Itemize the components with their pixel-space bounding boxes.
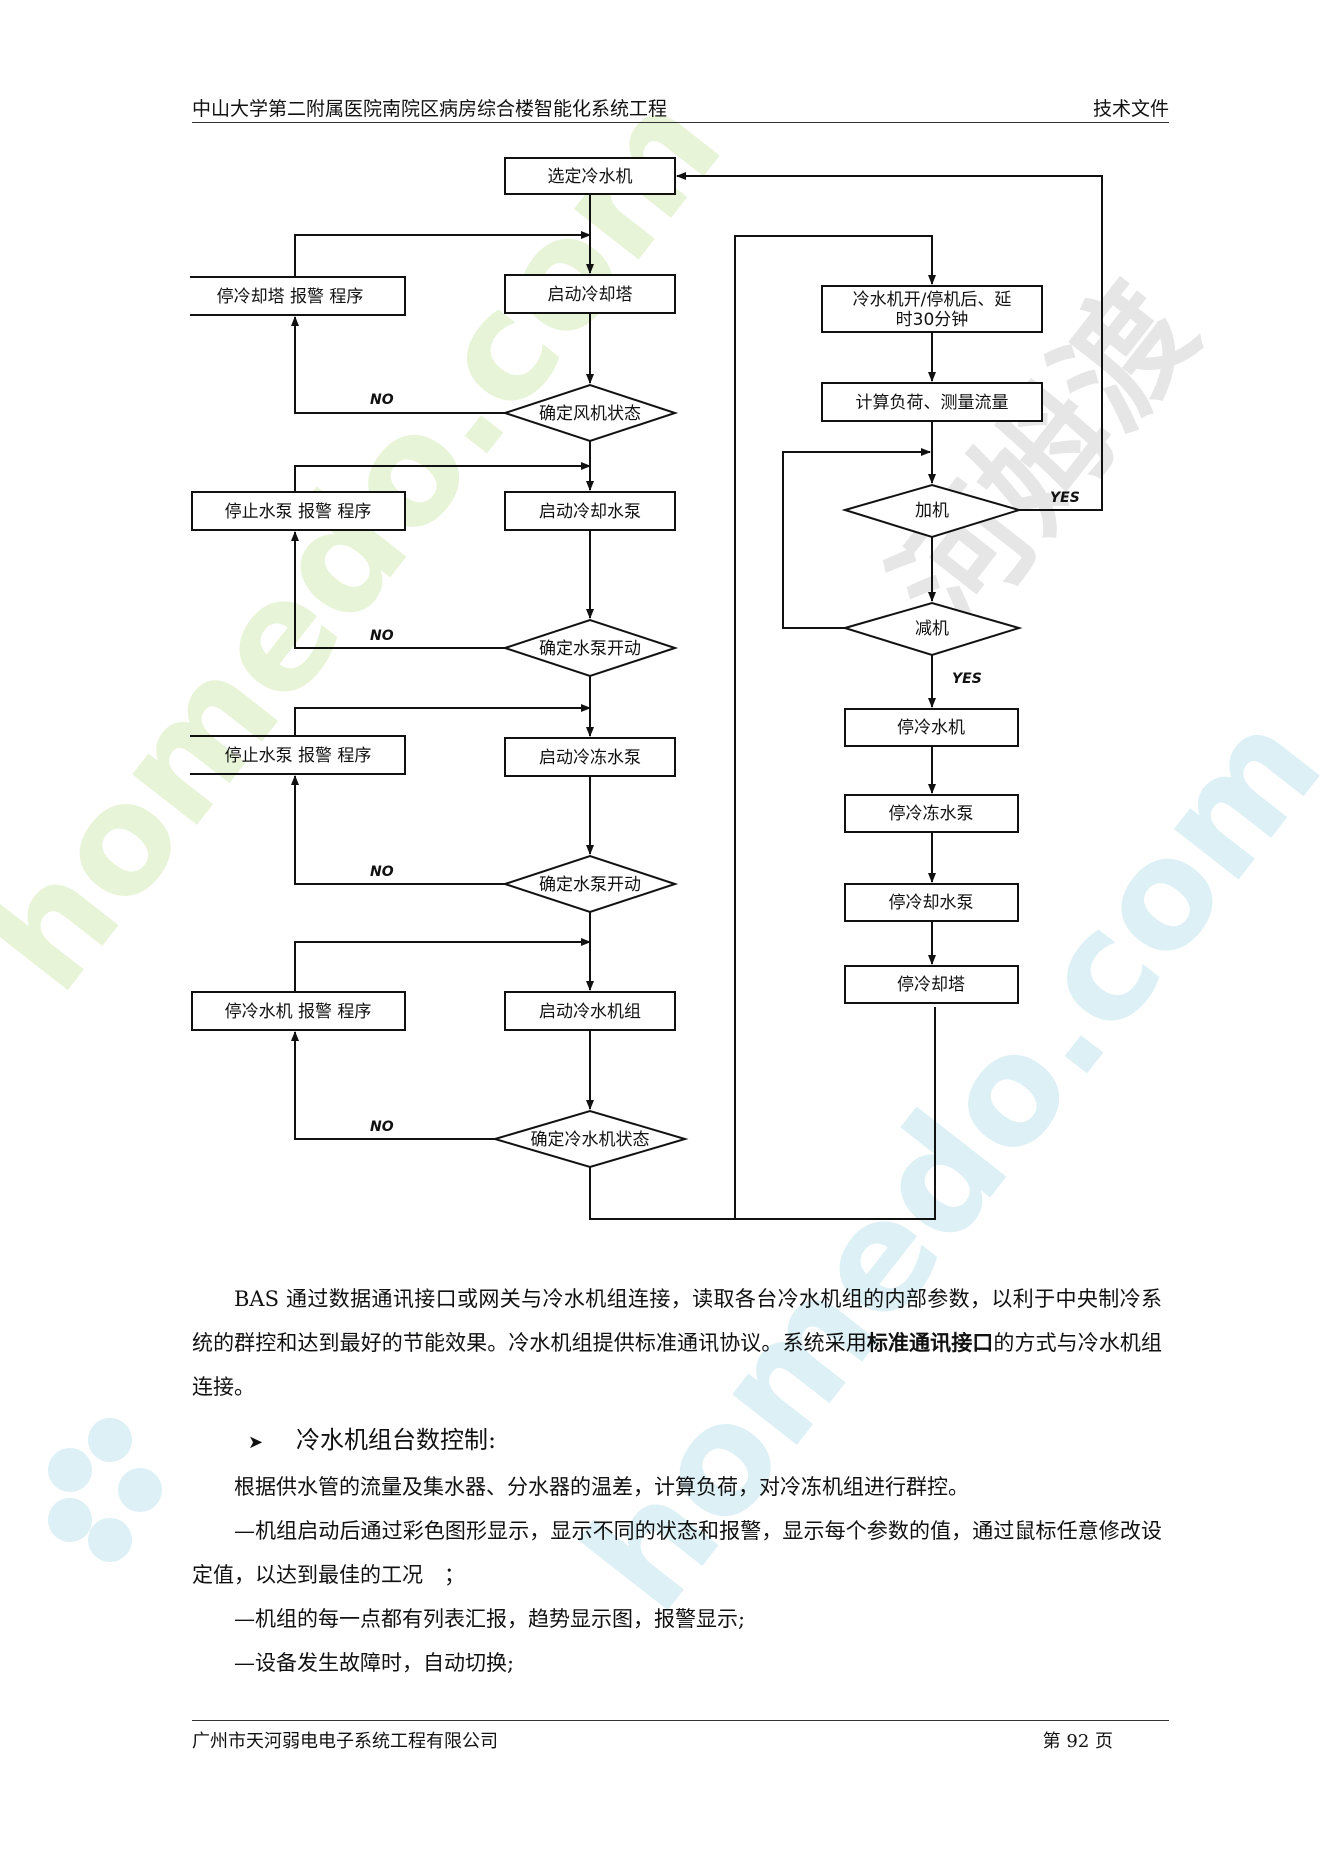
para1-bold: 标准通讯接口 <box>866 1330 994 1355</box>
header-title: 中山大学第二附属医院南院区病房综合楼智能化系统工程 <box>192 98 668 120</box>
node-calc-load <box>821 382 1043 422</box>
no-loop-4 <box>291 1031 495 1140</box>
para1-text-b: 的方式与冷水机组连接。 <box>192 1331 1163 1399</box>
node-stop-cooling-tower <box>844 965 1019 1004</box>
alarm-box-1 <box>190 276 406 316</box>
no-label-2: NO <box>370 628 394 644</box>
section-heading: ➤ 冷水机组台数控制: <box>248 1420 496 1455</box>
node-start-cooling-pump-label: 启动冷却水泵 <box>539 502 641 522</box>
alarm-box-4-label: 停冷水机 报警 程序 <box>225 1002 372 1022</box>
arrow-bullet-icon: ➤ <box>248 1432 264 1453</box>
footer-company: 广州市天河弱电电子系统工程有限公司 <box>192 1731 498 1752</box>
node-stop-cooling-tower-label: 停冷却塔 <box>897 975 965 995</box>
decision-pump-running-2-label: 确定水泵开动 <box>539 875 641 895</box>
node-delay-30min-line1: 冷水机开/停机后、延 <box>853 290 1012 310</box>
no-loop-1 <box>291 316 505 414</box>
yes-label-add: YES <box>1050 490 1080 506</box>
node-stop-cooling-pump-label: 停冷却水泵 <box>889 893 974 913</box>
node-stop-cooling-pump <box>844 883 1019 922</box>
decision-add-chiller-label: 加机 <box>915 501 949 521</box>
link-up-right <box>734 235 936 1219</box>
no-loop-3 <box>291 775 505 885</box>
node-stop-chilled-pump <box>844 794 1019 833</box>
alarm-box-3-label: 停止水泵 报警 程序 <box>225 746 372 766</box>
node-calc-load-label: 计算负荷、测量流量 <box>856 393 1009 413</box>
paragraph-list: 根据供水管的流量及集水器、分水器的温差，计算负荷，对冷冻机组进行群控。 —机组启… <box>192 1465 1162 1685</box>
no-loop-2 <box>291 531 505 649</box>
node-delay-30min-line2: 时30分钟 <box>896 310 969 330</box>
no-label-1: NO <box>370 392 394 408</box>
node-stop-chilled-pump-label: 停冷冻水泵 <box>889 804 974 824</box>
decision-fan-status-label: 确定风机状态 <box>539 404 641 424</box>
yes-label-remove: YES <box>952 671 982 687</box>
retry-loop-3 <box>294 704 591 736</box>
decision-chiller-status-label: 确定冷水机状态 <box>531 1130 650 1150</box>
alarm-box-3 <box>190 735 406 775</box>
alarm-box-2-label: 停止水泵 报警 程序 <box>225 502 372 522</box>
para4: —机组的每一点都有列表汇报，趋势显示图，报警显示; <box>234 1607 746 1631</box>
para1-text-a: BAS 通过数据通讯接口或网关与冷水机组连接，读取各台冷水机组的内部参数，以利于… <box>192 1287 1162 1355</box>
section-heading-text: 冷水机组台数控制: <box>296 1426 497 1454</box>
flowchart: 选定冷水机 启动冷却塔 确定风机状态 启动冷却水泵 确定水泵开动 启动冷冻水泵 … <box>190 157 1103 1220</box>
header-doc-type: 技术文件 <box>1092 98 1169 120</box>
decision-remove-chiller <box>841 601 1023 657</box>
node-select-chiller <box>504 157 676 195</box>
alarm-box-1-label: 停冷却塔 报警 程序 <box>217 287 364 307</box>
footer-page-number: 第 92 页 <box>1042 1731 1113 1752</box>
page-footer: 广州市天河弱电电子系统工程有限公司 第 92 页 <box>192 1720 1169 1752</box>
retry-loop-2 <box>294 462 591 492</box>
node-select-chiller-label: 选定冷水机 <box>548 167 633 187</box>
link-to-right <box>589 1007 936 1220</box>
decision-chiller-status <box>491 1109 689 1169</box>
retry-loop-1 <box>294 231 591 277</box>
no-label-3: NO <box>370 864 394 880</box>
alarm-box-2 <box>191 491 406 531</box>
node-start-chiller-unit-label: 启动冷水机组 <box>539 1002 641 1022</box>
alarm-box-4 <box>191 991 406 1031</box>
decision-pump-running-1-label: 确定水泵开动 <box>539 639 641 659</box>
node-start-chilled-pump <box>504 737 676 777</box>
decision-pump-running-2 <box>501 854 679 914</box>
decision-remove-chiller-label: 减机 <box>915 619 949 639</box>
watermark-flower-icon <box>48 1418 162 1562</box>
para3: —机组启动后通过彩色图形显示，显示不同的状态和报警，显示每个参数的值，通过鼠标任… <box>192 1519 1162 1587</box>
remove-loop <box>782 448 931 629</box>
node-start-cooling-tower-label: 启动冷却塔 <box>548 285 633 305</box>
node-start-chilled-pump-label: 启动冷冻水泵 <box>539 748 641 768</box>
add-yes-loop <box>676 172 1103 511</box>
node-stop-chiller-label: 停冷水机 <box>897 718 965 738</box>
paragraph-bas: BAS 通过数据通讯接口或网关与冷水机组连接，读取各台冷水机组的内部参数，以利于… <box>192 1277 1162 1409</box>
node-delay-30min <box>821 285 1043 333</box>
retry-loop-4 <box>294 938 591 992</box>
para2: 根据供水管的流量及集水器、分水器的温差，计算负荷，对冷冻机组进行群控。 <box>234 1475 969 1499</box>
decision-pump-running-1 <box>501 618 679 678</box>
page-header: 中山大学第二附属医院南院区病房综合楼智能化系统工程 技术文件 <box>192 94 1169 123</box>
para5: —设备发生故障时，自动切换; <box>234 1651 515 1675</box>
decision-fan-status <box>501 383 679 443</box>
no-label-4: NO <box>370 1119 394 1135</box>
